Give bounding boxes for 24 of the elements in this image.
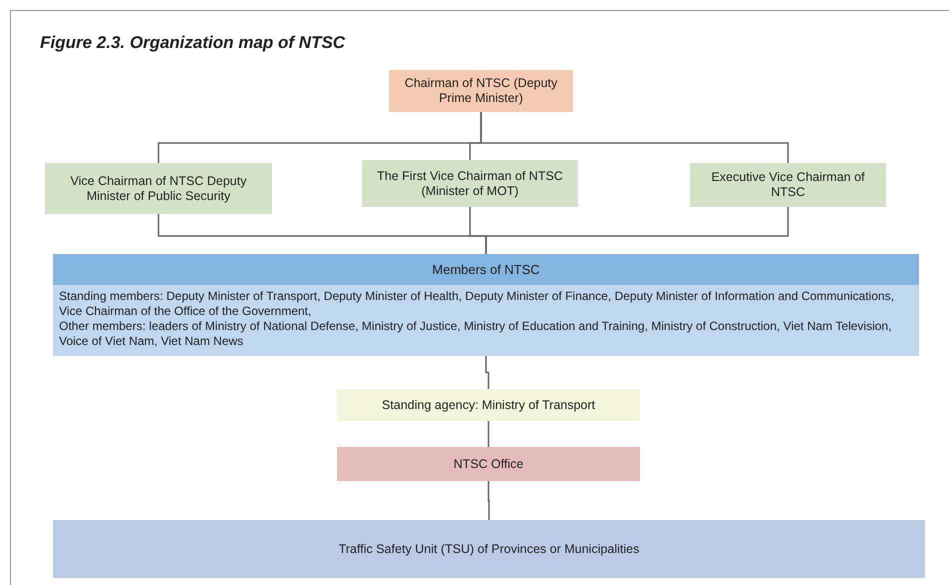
org-box xyxy=(690,163,886,207)
box-label: Standing agency: Ministry of Transport xyxy=(382,398,596,412)
members-text: Standing members: Deputy Minister of Transport, Deputy Minister of Health, Deputy Minister of Finance, Deputy Minister of Information and Communications, Vice Chairman of the Office of the Government, xyxy=(59,289,896,319)
connector-line xyxy=(488,421,490,447)
org-box xyxy=(53,520,925,578)
box-label: Traffic Safety Unit (TSU) of Provinces or Municipalities xyxy=(338,542,640,556)
members-panel xyxy=(53,254,919,356)
box-label: Chairman of NTSC (Deputy Prime Minister) xyxy=(404,76,558,106)
org-box xyxy=(337,447,640,481)
panel-header: Members of NTSC xyxy=(53,254,919,285)
org-box xyxy=(362,160,578,207)
connector-line xyxy=(485,356,490,389)
box-label: The First Vice Chairman of NTSC (Minister of MOT) xyxy=(376,168,564,198)
connector-line xyxy=(488,481,490,520)
connector-line xyxy=(485,207,789,254)
org-box xyxy=(389,70,573,112)
org-box xyxy=(45,163,272,214)
box-label: Executive Vice Chairman of NTSC xyxy=(710,170,866,200)
box-label: Vice Chairman of NTSC Deputy Minister of Public Security xyxy=(69,174,248,204)
members-text: Other members: leaders of Ministry of National Defense, Ministry of Justice, Ministry of Education and Training, Ministry of Construction, Viet Nam Television, Voice of Viet Nam, Viet Nam News xyxy=(59,319,893,349)
box-label: NTSC Office xyxy=(454,456,524,472)
figure-title: Figure 2.3. Organization map of NTSC xyxy=(40,32,346,54)
connector-line xyxy=(480,112,789,163)
org-box xyxy=(337,389,640,421)
